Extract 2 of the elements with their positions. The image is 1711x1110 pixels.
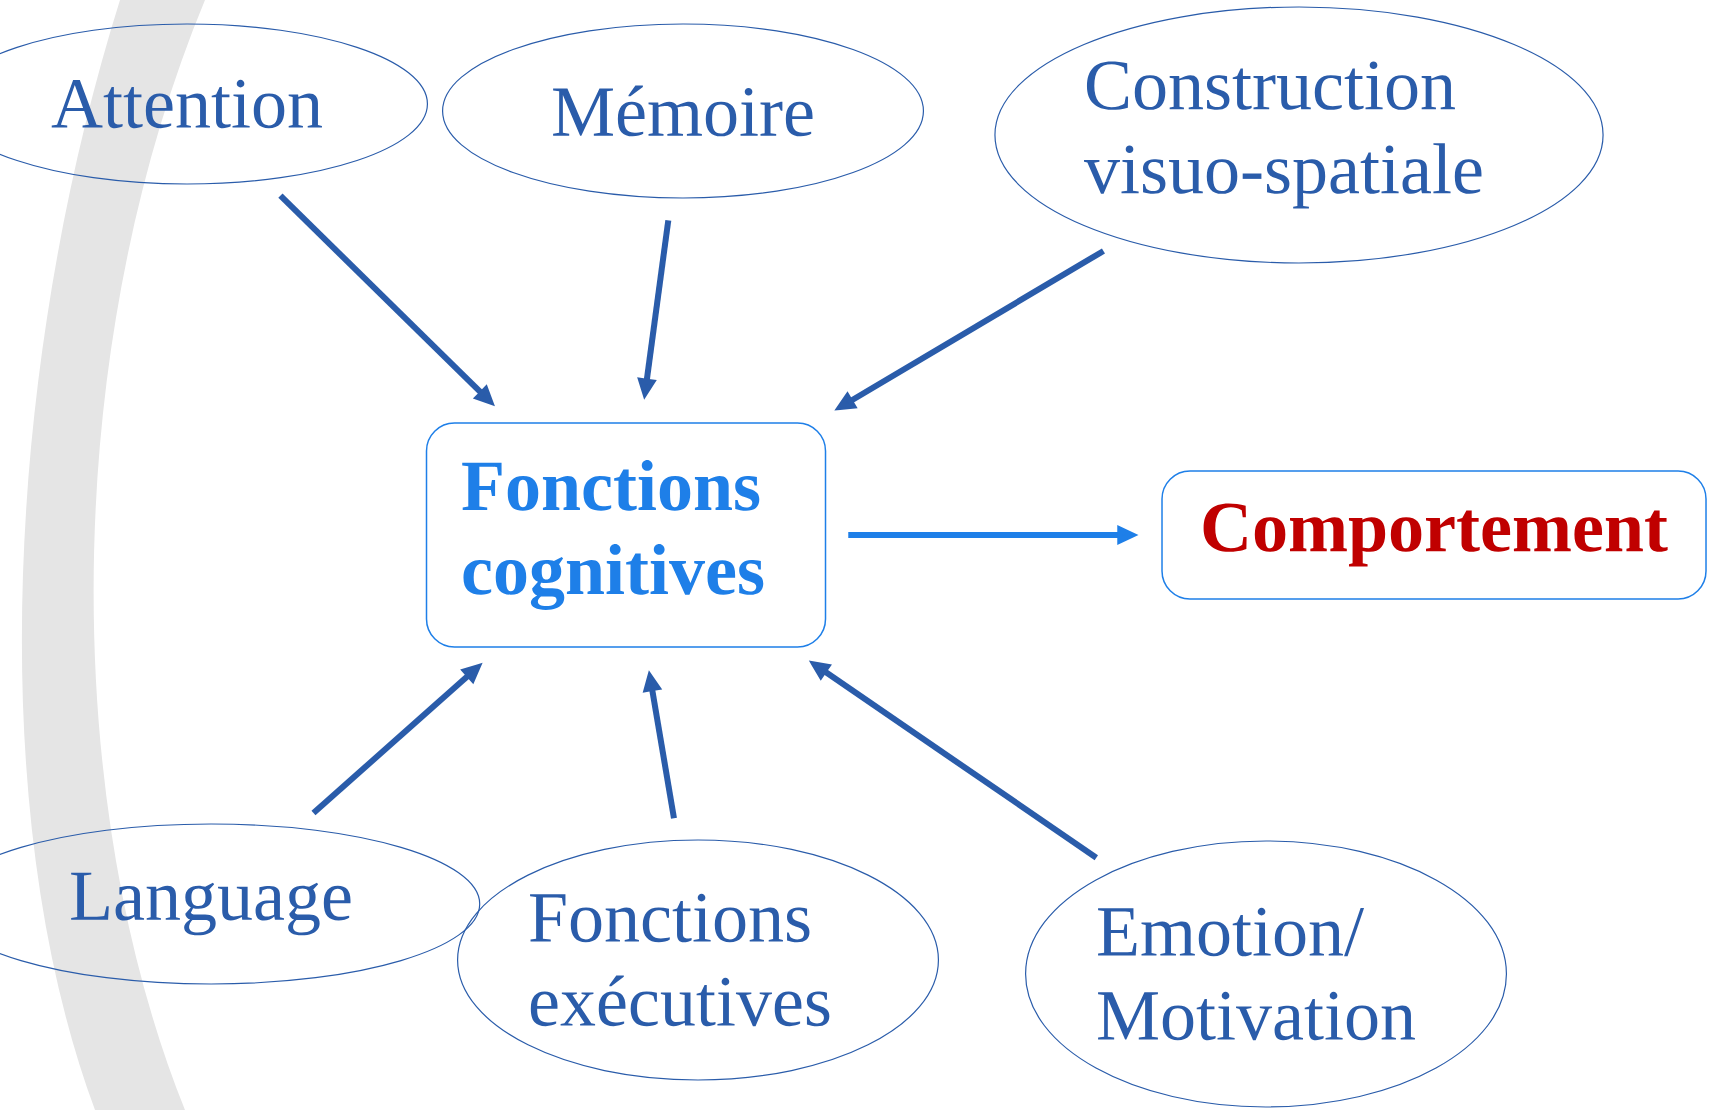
- outcome-box: Comportement: [1161, 470, 1707, 600]
- process-box: Fonctions cognitives: [425, 422, 827, 648]
